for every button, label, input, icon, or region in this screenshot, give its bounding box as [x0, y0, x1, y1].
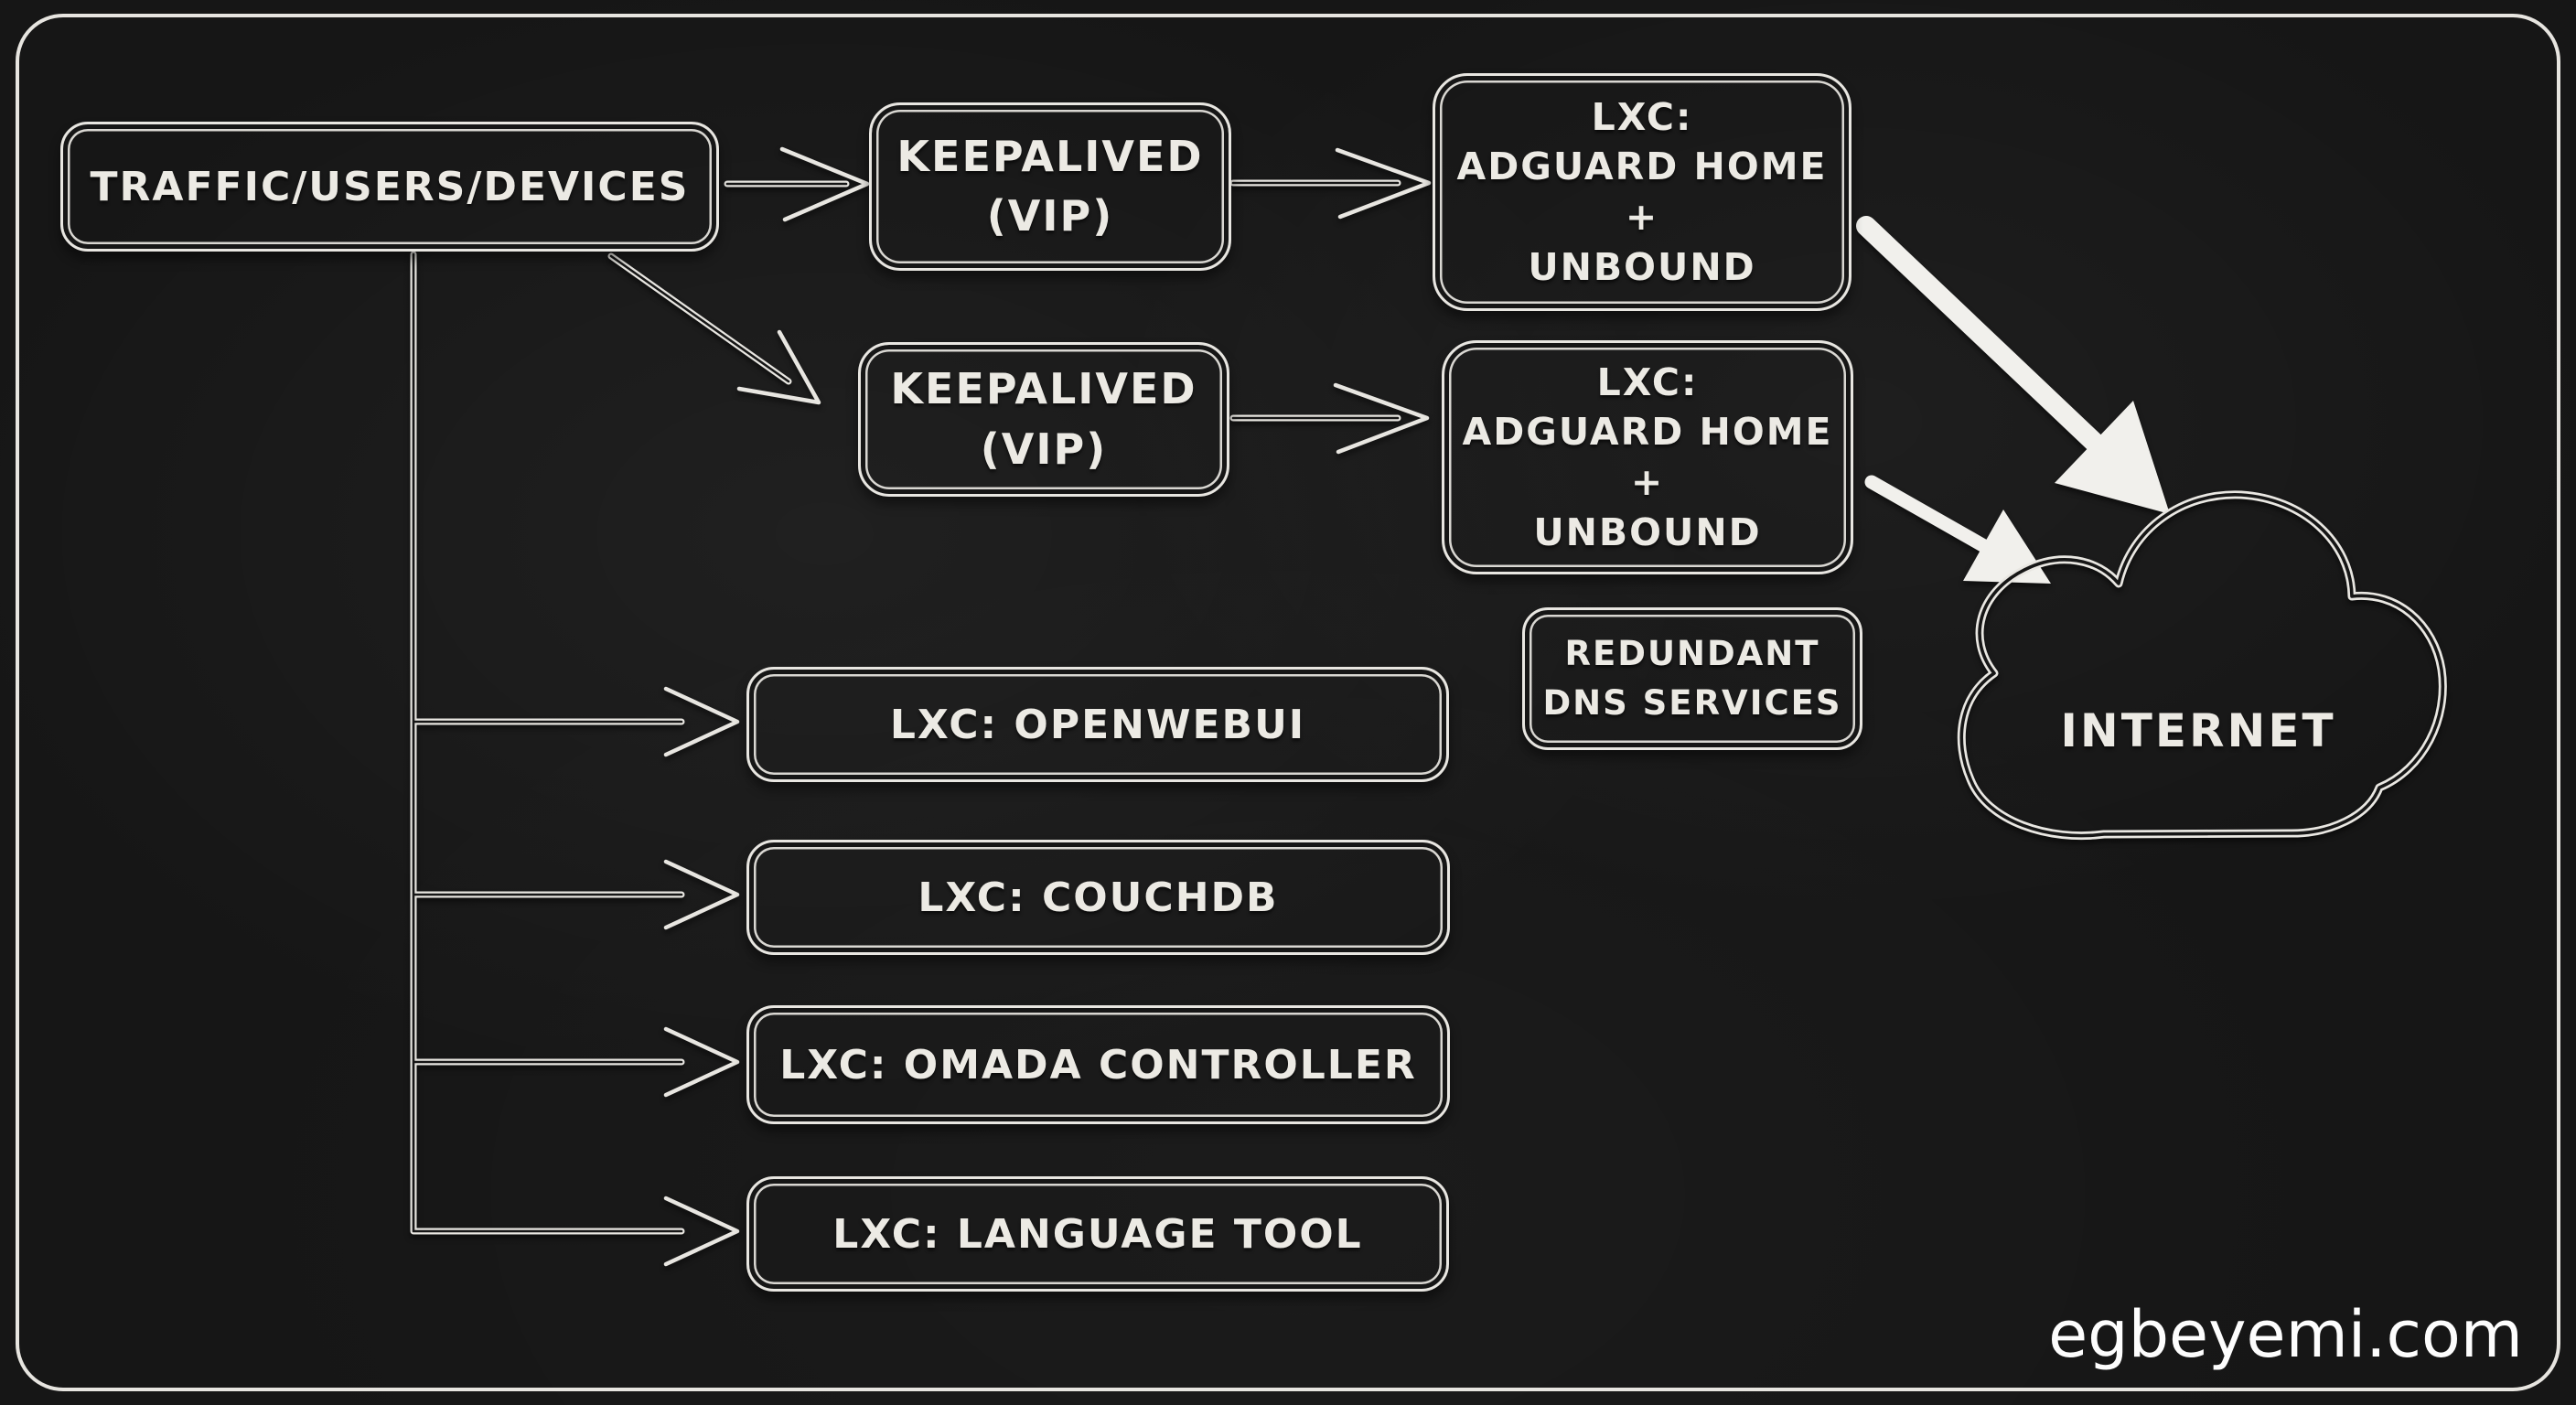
node-label: LXC: ADGUARD HOME + UNBOUND	[1456, 94, 1828, 289]
arrowhead-to-couchdb	[663, 859, 740, 930]
arrow-traffic-to-keepalived-primary	[724, 146, 870, 222]
node-lxc-couchdb: LXC: COUCHDB	[746, 840, 1450, 955]
node-label: LXC: OMADA CONTROLLER	[779, 1041, 1417, 1089]
trunk-and-branch-lines	[410, 251, 685, 1235]
node-label: KEEPALIVED (VIP)	[896, 131, 1204, 241]
internet-cloud	[1957, 490, 2447, 841]
arrow-adguard-primary-to-internet	[1856, 216, 2170, 514]
node-lxc-adguard-home-unbound-secondary: LXC: ADGUARD HOME + UNBOUND	[1442, 340, 1853, 574]
node-label: REDUNDANT DNS SERVICES	[1542, 634, 1842, 723]
arrow-keepalived-secondary-to-adguard-secondary	[1229, 382, 1430, 455]
internet-cloud-label: INTERNET	[2060, 704, 2336, 757]
arrowhead-to-language-tool	[663, 1196, 740, 1267]
node-lxc-language-tool: LXC: LANGUAGE TOOL	[746, 1176, 1449, 1292]
node-lxc-openwebui: LXC: OPENWEBUI	[746, 667, 1449, 782]
node-label: LXC: LANGUAGE TOOL	[832, 1210, 1363, 1258]
node-label: TRAFFIC/USERS/DEVICES	[90, 163, 690, 210]
node-label: KEEPALIVED (VIP)	[890, 364, 1197, 474]
node-redundant-dns-services: REDUNDANT DNS SERVICES	[1522, 607, 1862, 750]
node-traffic-users-devices: TRAFFIC/USERS/DEVICES	[60, 122, 719, 252]
arrowhead-to-omada	[663, 1026, 740, 1098]
node-label: LXC: OPENWEBUI	[889, 701, 1306, 748]
node-keepalived-vip-primary: KEEPALIVED (VIP)	[869, 102, 1231, 271]
arrow-keepalived-primary-to-adguard-primary	[1229, 147, 1432, 220]
cloud-icon	[1957, 490, 2447, 841]
node-lxc-adguard-home-unbound-primary: LXC: ADGUARD HOME + UNBOUND	[1433, 73, 1852, 311]
watermark: egbeyemi.com	[2048, 1297, 2523, 1372]
node-label: LXC: ADGUARD HOME + UNBOUND	[1462, 359, 1833, 554]
arrowhead-to-openwebui	[663, 686, 740, 757]
node-label: LXC: COUCHDB	[918, 874, 1279, 921]
node-keepalived-vip-secondary: KEEPALIVED (VIP)	[858, 342, 1229, 497]
node-lxc-omada-controller: LXC: OMADA CONTROLLER	[746, 1005, 1450, 1124]
arrow-traffic-to-keepalived-secondary	[607, 252, 821, 405]
